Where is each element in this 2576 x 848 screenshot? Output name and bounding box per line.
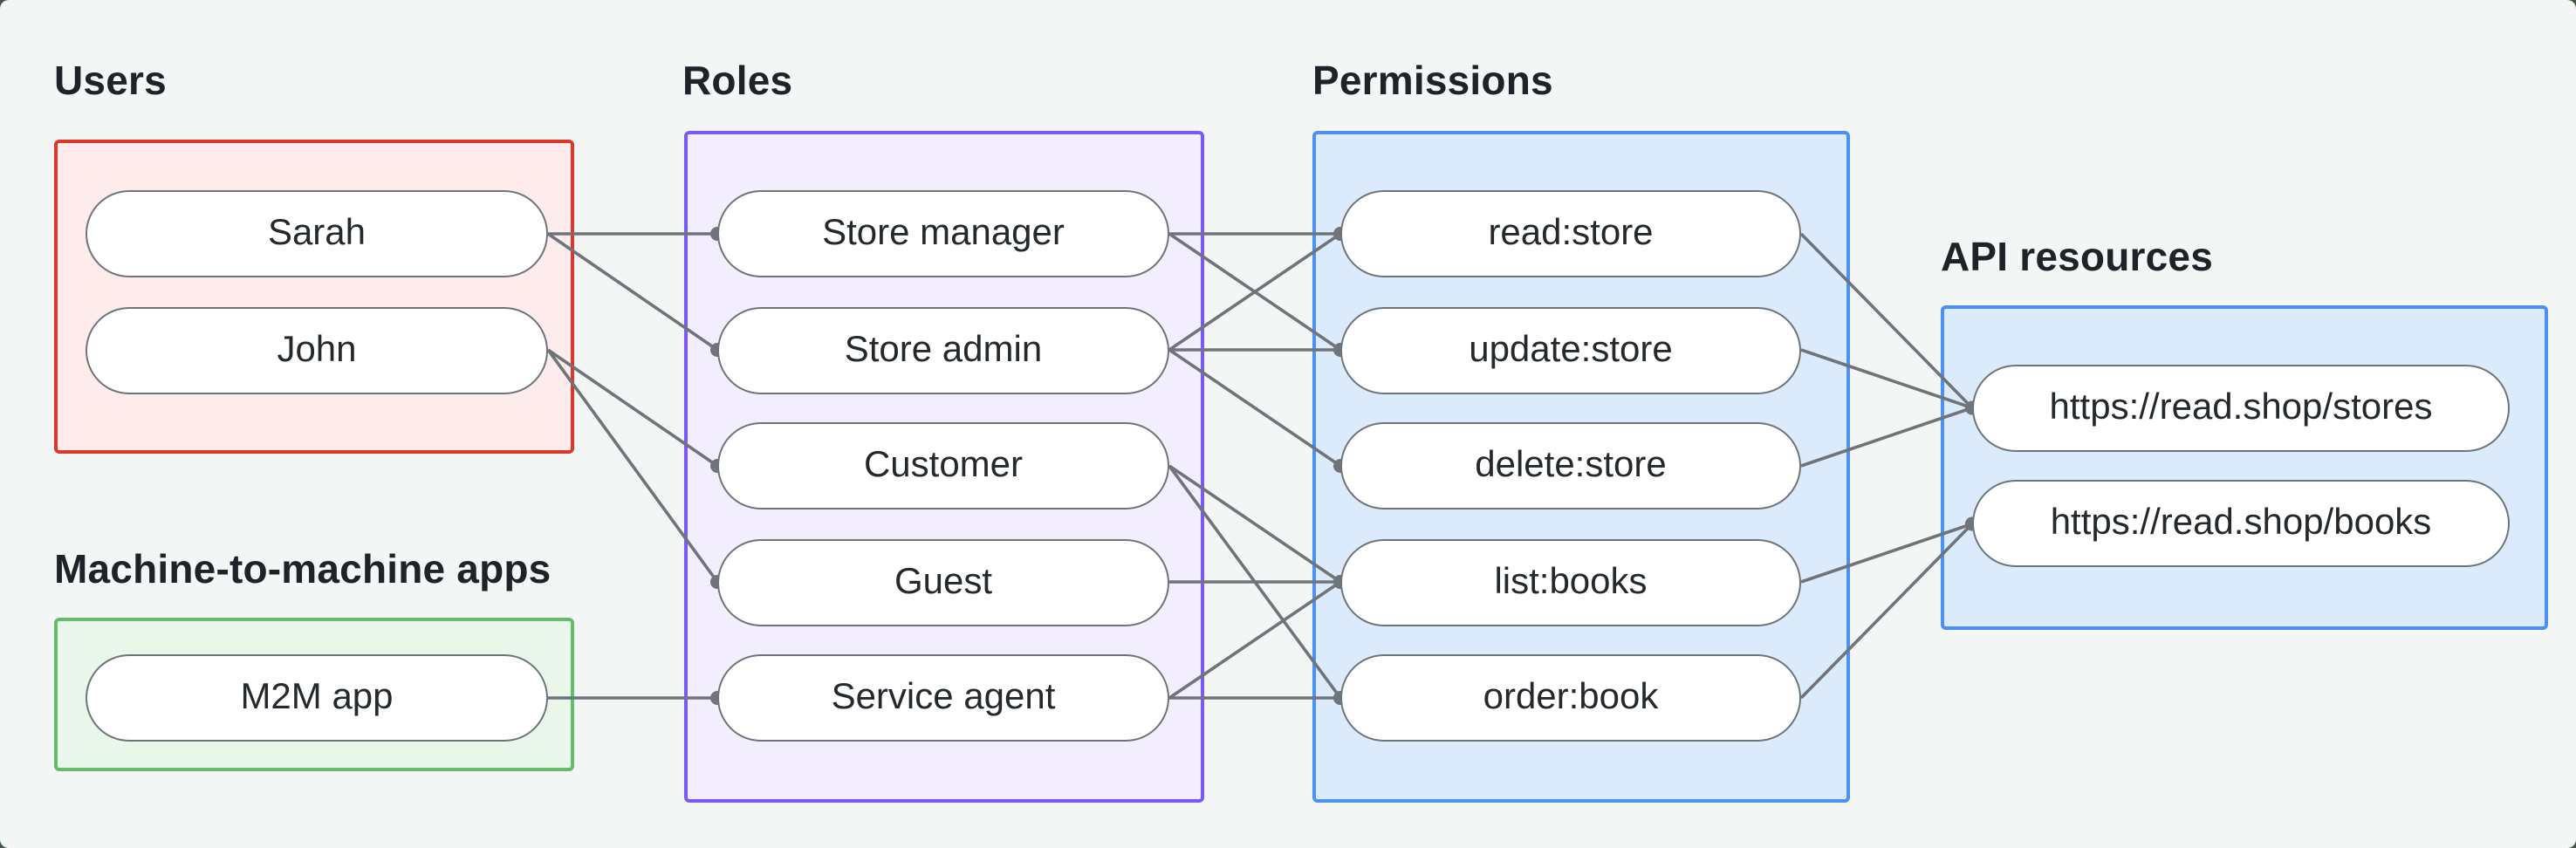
node-m2m-app: M2M app xyxy=(86,654,548,742)
users-group-label: Users xyxy=(54,58,167,103)
api-resources-group-label: API resources xyxy=(1941,234,2213,279)
node-books-api: https://read.shop/books xyxy=(1972,480,2510,568)
node-guest: Guest xyxy=(717,538,1169,626)
api-resources-group-box xyxy=(1941,305,2548,630)
node-store-manager: Store manager xyxy=(717,190,1169,277)
node-order-book: order:book xyxy=(1340,654,1801,742)
permissions-group-label: Permissions xyxy=(1312,58,1553,103)
users-group-box xyxy=(54,140,574,454)
node-delete-store: delete:store xyxy=(1340,422,1801,509)
node-john: John xyxy=(86,306,548,393)
node-sarah: Sarah xyxy=(86,190,548,277)
node-list-books: list:books xyxy=(1340,538,1801,626)
node-update-store: update:store xyxy=(1340,306,1801,393)
m2m-group-label: Machine-to-machine apps xyxy=(54,546,552,592)
node-customer: Customer xyxy=(717,422,1169,509)
node-service-agent: Service agent xyxy=(717,654,1169,742)
node-stores-api: https://read.shop/stores xyxy=(1972,364,2510,452)
node-store-admin: Store admin xyxy=(717,306,1169,393)
node-read-store: read:store xyxy=(1340,190,1801,277)
roles-group-label: Roles xyxy=(682,58,793,103)
